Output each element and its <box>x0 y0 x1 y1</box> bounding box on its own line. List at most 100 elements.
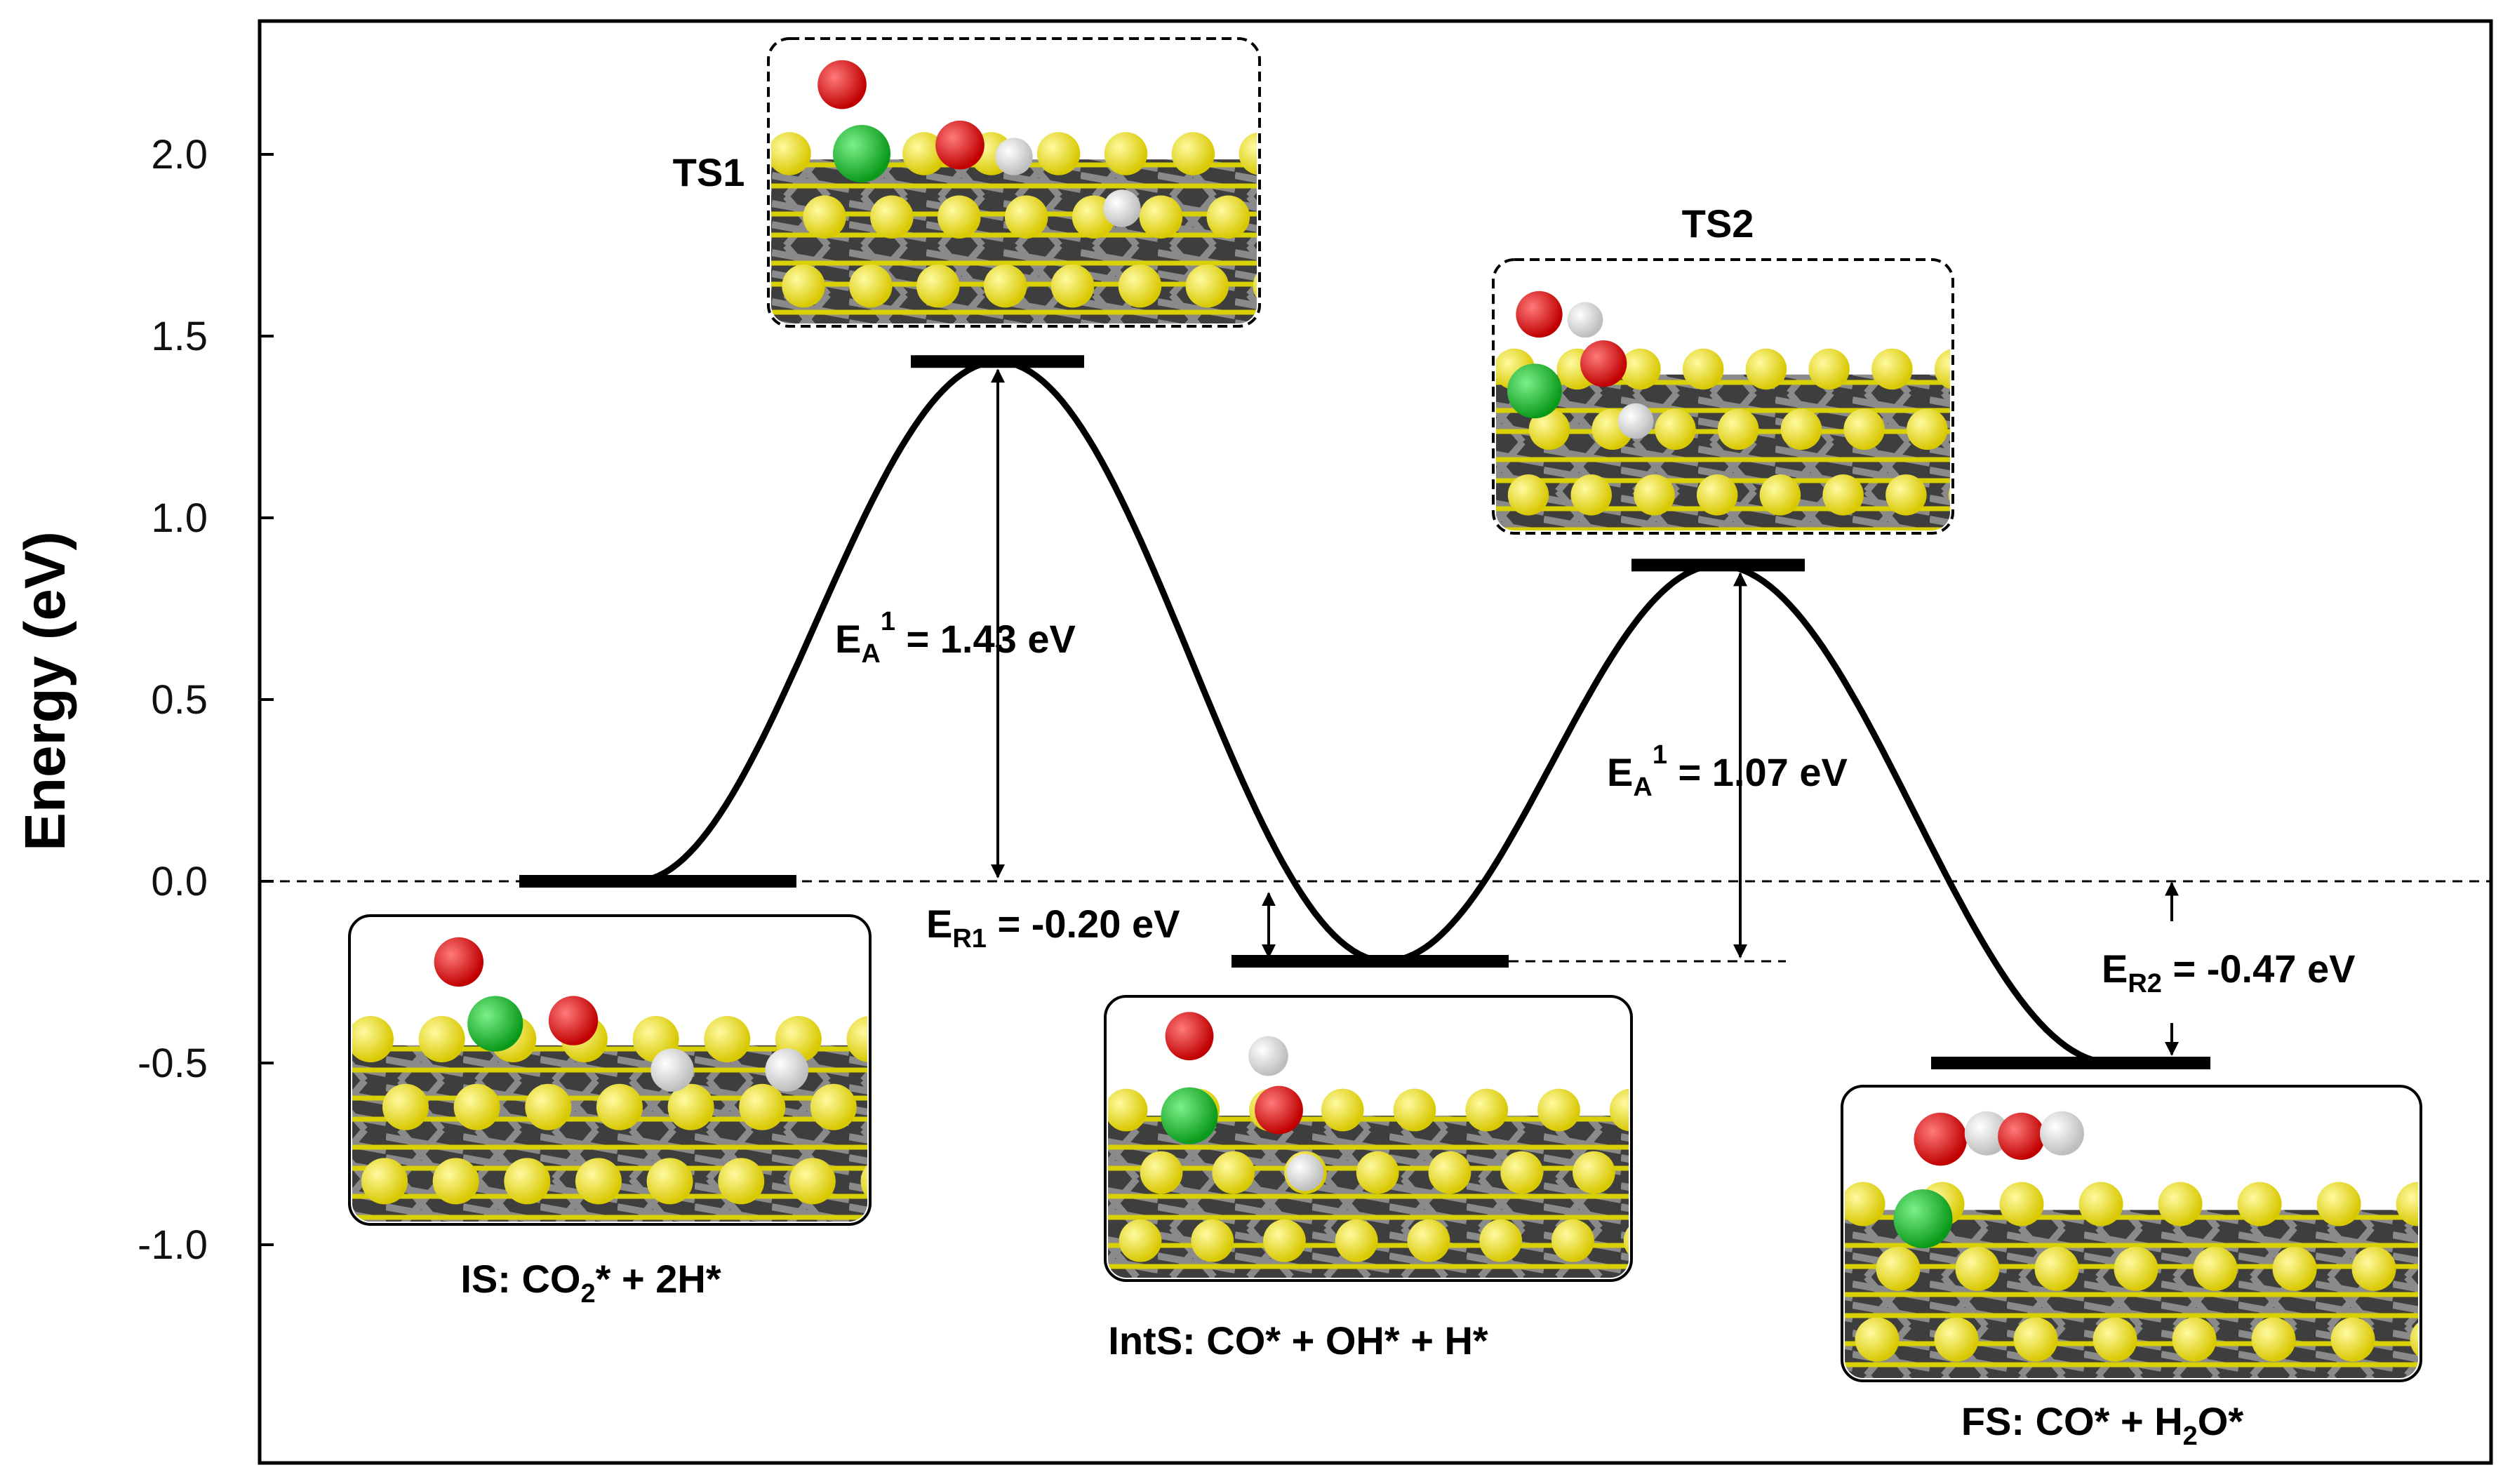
atom <box>1103 189 1141 227</box>
atom <box>352 1016 394 1062</box>
atom <box>782 264 825 308</box>
atom <box>1580 340 1627 387</box>
atom <box>995 138 1033 175</box>
atom <box>1845 1182 1885 1226</box>
atom <box>1822 474 1864 516</box>
atom <box>2034 1246 2079 1291</box>
atom <box>1335 1219 1378 1262</box>
atom <box>817 60 867 109</box>
atom <box>1759 474 1801 516</box>
atom <box>1948 474 1950 516</box>
atom <box>2272 1246 2317 1291</box>
atom <box>1255 1085 1303 1135</box>
atom <box>1407 1219 1450 1262</box>
atom <box>1004 195 1048 239</box>
atom <box>1321 1088 1364 1132</box>
atom <box>1914 1112 1968 1166</box>
atom <box>1428 1151 1471 1194</box>
atom <box>1885 474 1927 516</box>
atom <box>2431 1247 2476 1291</box>
ts2-structure <box>1492 258 2011 535</box>
atom <box>1248 1036 1288 1076</box>
atom <box>765 1048 809 1092</box>
ea1-annotation: EA1 = 1.43 eV <box>835 607 1076 669</box>
atom <box>704 1016 751 1062</box>
atom <box>1537 1088 1580 1132</box>
atom <box>1934 348 1950 390</box>
y-tick-label: 0.5 <box>151 677 208 723</box>
atom <box>1573 1151 1615 1194</box>
atom <box>789 1158 836 1205</box>
atom <box>361 1158 408 1205</box>
ea2-annotation: EA1 = 1.07 eV <box>1607 740 1848 802</box>
atom <box>1964 1111 2009 1156</box>
atom <box>916 264 960 308</box>
is-label: IS: CO2* + 2H* <box>460 1257 721 1309</box>
atom <box>2092 1317 2137 1362</box>
atom <box>1118 264 1162 308</box>
atom <box>1507 363 1562 419</box>
atom <box>1036 132 1081 175</box>
atom <box>1808 348 1850 390</box>
atom <box>937 195 981 239</box>
atom <box>1185 264 1229 308</box>
fs-structure <box>1841 1085 2476 1382</box>
atom <box>1528 408 1570 450</box>
atom <box>2316 1182 2361 1226</box>
atom <box>1551 1219 1594 1262</box>
atom <box>1955 1246 2000 1291</box>
atom <box>1871 348 1913 390</box>
atom <box>575 1158 622 1205</box>
atom <box>1696 474 1738 516</box>
atom <box>2396 1182 2418 1226</box>
atom <box>1970 409 2011 450</box>
atom <box>525 1083 572 1130</box>
y-tick-label: -1.0 <box>138 1222 208 1268</box>
atom <box>846 1016 867 1062</box>
atom <box>548 996 599 1045</box>
atom <box>1617 403 1654 439</box>
atom <box>453 1083 500 1130</box>
ints-label: IntS: CO* + OH* + H* <box>1108 1318 1488 1363</box>
atom <box>870 195 914 239</box>
atom <box>1356 1151 1399 1194</box>
atom <box>432 1158 479 1205</box>
y-tick-label: 0.0 <box>151 859 208 904</box>
atom <box>1655 408 1696 450</box>
atom <box>1165 1012 1214 1061</box>
atom <box>771 132 811 175</box>
atom <box>1934 1317 1979 1362</box>
atom <box>983 264 1027 308</box>
atom <box>2410 1317 2418 1362</box>
atom <box>2013 1317 2058 1362</box>
atom <box>1507 474 1549 516</box>
atom <box>803 195 846 239</box>
plot-frame <box>258 19 2493 1465</box>
atom <box>646 1158 693 1205</box>
atom <box>382 1083 429 1130</box>
atom <box>1907 408 1948 450</box>
atom <box>1286 1154 1324 1191</box>
atom <box>1682 348 1724 390</box>
y-axis: 2.01.51.00.50.0-0.5-1.0 <box>138 132 274 1268</box>
atom <box>2351 1246 2396 1291</box>
atom <box>1171 132 1215 175</box>
atom <box>1609 1088 1629 1132</box>
structure-panels <box>348 37 2476 1382</box>
atom <box>2330 1317 2375 1362</box>
atom <box>2251 1317 2296 1362</box>
atom <box>1139 195 1183 239</box>
atom <box>1393 1088 1436 1132</box>
y-tick-label: 2.0 <box>151 132 208 178</box>
atom <box>1108 1088 1148 1132</box>
atom <box>810 1083 857 1130</box>
atom <box>418 1016 465 1062</box>
atom <box>1998 1112 2045 1160</box>
ts1-label: TS1 <box>673 150 745 194</box>
y-axis-label: Energy (eV) <box>13 531 77 851</box>
atom <box>2237 1182 2282 1226</box>
atom <box>1893 1189 1953 1248</box>
atom <box>467 996 523 1052</box>
atom <box>1570 474 1612 516</box>
